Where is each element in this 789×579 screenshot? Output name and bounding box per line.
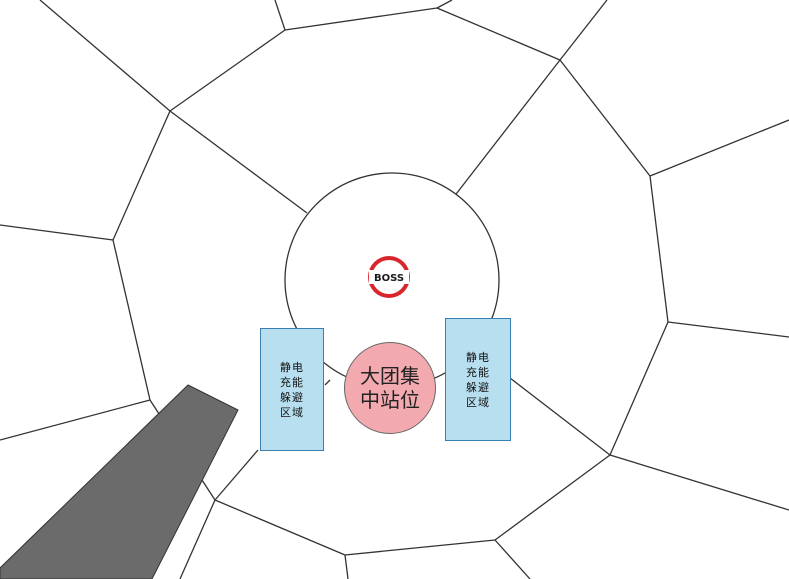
boss-label: BOSS — [374, 273, 404, 284]
static-zone-right-label: 静电充能躲避区域 — [466, 350, 490, 409]
boss-marker: BOSS — [368, 256, 410, 298]
obstacle-shape — [0, 384, 239, 579]
spoke-lines — [169, 59, 611, 501]
gather-point-label: 大团集中站位 — [360, 364, 420, 412]
static-zone-right: 静电充能躲避区域 — [445, 318, 511, 441]
static-zone-left: 静电充能躲避区域 — [260, 328, 324, 451]
gather-point: 大团集中站位 — [344, 342, 436, 434]
static-zone-left-label: 静电充能躲避区域 — [280, 360, 304, 419]
